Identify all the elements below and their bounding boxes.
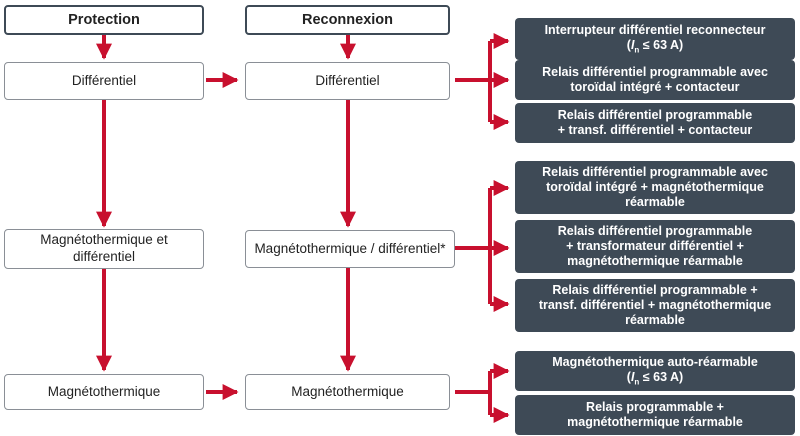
option-line: Relais différentiel programmable bbox=[557, 223, 753, 238]
option-line: + transf. différentiel + contacteur bbox=[557, 123, 753, 137]
option-line: + transformateur différentiel + bbox=[566, 238, 744, 253]
header-reconnexion-label: Reconnexion bbox=[301, 11, 394, 28]
reconnexion-node-label: Différentiel bbox=[315, 72, 380, 88]
reconnexion-node-label: Magnétothermique / différentiel* bbox=[254, 240, 446, 256]
option-line: magnétothermique réarmable bbox=[567, 254, 743, 269]
bracket-row1 bbox=[455, 41, 492, 122]
protection-node-label: Différentiel bbox=[71, 72, 137, 88]
option-relais-transf-contacteur: Relais différentiel programmable + trans… bbox=[515, 103, 795, 143]
option-relais-transformateur-magnetothermique: Relais différentiel programmable + trans… bbox=[515, 220, 795, 273]
header-protection: Protection bbox=[4, 5, 204, 35]
protection-node-magnetothermique: Magnétothermique bbox=[4, 374, 204, 410]
option-line: Relais différentiel programmable avec bbox=[542, 164, 768, 179]
option-line: magnétothermique réarmable bbox=[567, 415, 743, 429]
protection-node-label-line1: Magnétothermique et bbox=[40, 232, 168, 248]
option-line: Relais différentiel programmable bbox=[557, 107, 753, 122]
option-line: réarmable bbox=[625, 195, 685, 210]
option-line: toroïdal intégré + magnétothermique bbox=[546, 179, 764, 194]
protection-node-magnetothermique-differentiel: Magnétothermique et différentiel bbox=[4, 229, 204, 269]
option-line: Relais différentiel programmable avec bbox=[542, 64, 768, 79]
reconnexion-node-magnetothermique: Magnétothermique bbox=[245, 374, 450, 410]
option-interrupteur-differentiel-reconnecteur: Interrupteur différentiel reconnecteur (… bbox=[515, 18, 795, 60]
reconnexion-node-differentiel: Différentiel bbox=[245, 62, 450, 100]
option-line: transf. différentiel + magnétothermique bbox=[538, 297, 772, 312]
bracket-row2 bbox=[455, 188, 492, 304]
reconnexion-node-magnetothermique-differentiel: Magnétothermique / différentiel* bbox=[245, 230, 455, 268]
option-line: réarmable bbox=[625, 313, 685, 328]
header-reconnexion: Reconnexion bbox=[245, 5, 450, 35]
option-line: Relais programmable + bbox=[586, 399, 724, 414]
option-line-rating: (In ≤ 63 A) bbox=[626, 370, 684, 387]
option-line-rating: (In ≤ 63 A) bbox=[626, 38, 684, 55]
option-relais-transf-magnetothermique: Relais différentiel programmable + trans… bbox=[515, 279, 795, 332]
header-protection-label: Protection bbox=[68, 11, 140, 28]
protection-node-differentiel: Différentiel bbox=[4, 62, 204, 100]
option-line: Magnétothermique auto-réarmable bbox=[552, 354, 758, 369]
option-line: Interrupteur différentiel reconnecteur bbox=[544, 22, 766, 37]
protection-node-label-line2: différentiel bbox=[72, 249, 136, 264]
reconnexion-node-label: Magnétothermique bbox=[291, 383, 404, 399]
option-magnetothermique-auto-rearmable: Magnétothermique auto-réarmable (In ≤ 63… bbox=[515, 351, 795, 391]
option-line: toroïdal intégré + contacteur bbox=[570, 80, 740, 94]
option-relais-programmable-magnetothermique: Relais programmable + magnétothermique r… bbox=[515, 395, 795, 435]
option-relais-toroidal-magnetothermique: Relais différentiel programmable avec to… bbox=[515, 161, 795, 214]
option-line: Relais différentiel programmable + bbox=[552, 282, 758, 297]
option-relais-toroidal-contacteur: Relais différentiel programmable avec to… bbox=[515, 60, 795, 100]
bracket-row3 bbox=[455, 371, 492, 415]
protection-node-label: Magnétothermique bbox=[47, 383, 161, 399]
